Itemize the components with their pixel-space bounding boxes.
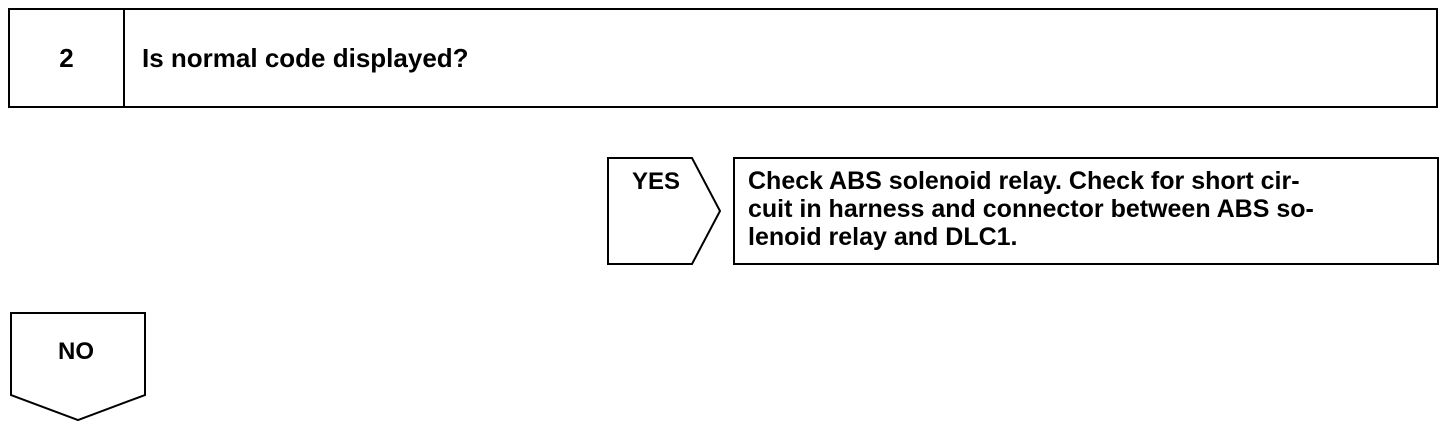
yes-result-text: Check ABS solenoid relay. Check for shor… — [748, 167, 1438, 251]
no-label: NO — [58, 338, 94, 365]
yes-result-line: Check ABS solenoid relay. Check for shor… — [748, 167, 1300, 195]
step-question: Is normal code displayed? — [142, 42, 469, 73]
no-arrow-shape — [10, 312, 146, 422]
yes-arrow-shape — [607, 157, 722, 265]
yes-label: YES — [632, 168, 681, 195]
step-number: 2 — [10, 10, 125, 106]
yes-result-box: Check ABS solenoid relay. Check for shor… — [733, 157, 1439, 265]
step-box: 2 Is normal code displayed? — [8, 8, 1438, 108]
yes-result-line: lenoid relay and DLC1. — [748, 223, 1018, 251]
yes-result-line: cuit in harness and connector between AB… — [748, 195, 1314, 223]
